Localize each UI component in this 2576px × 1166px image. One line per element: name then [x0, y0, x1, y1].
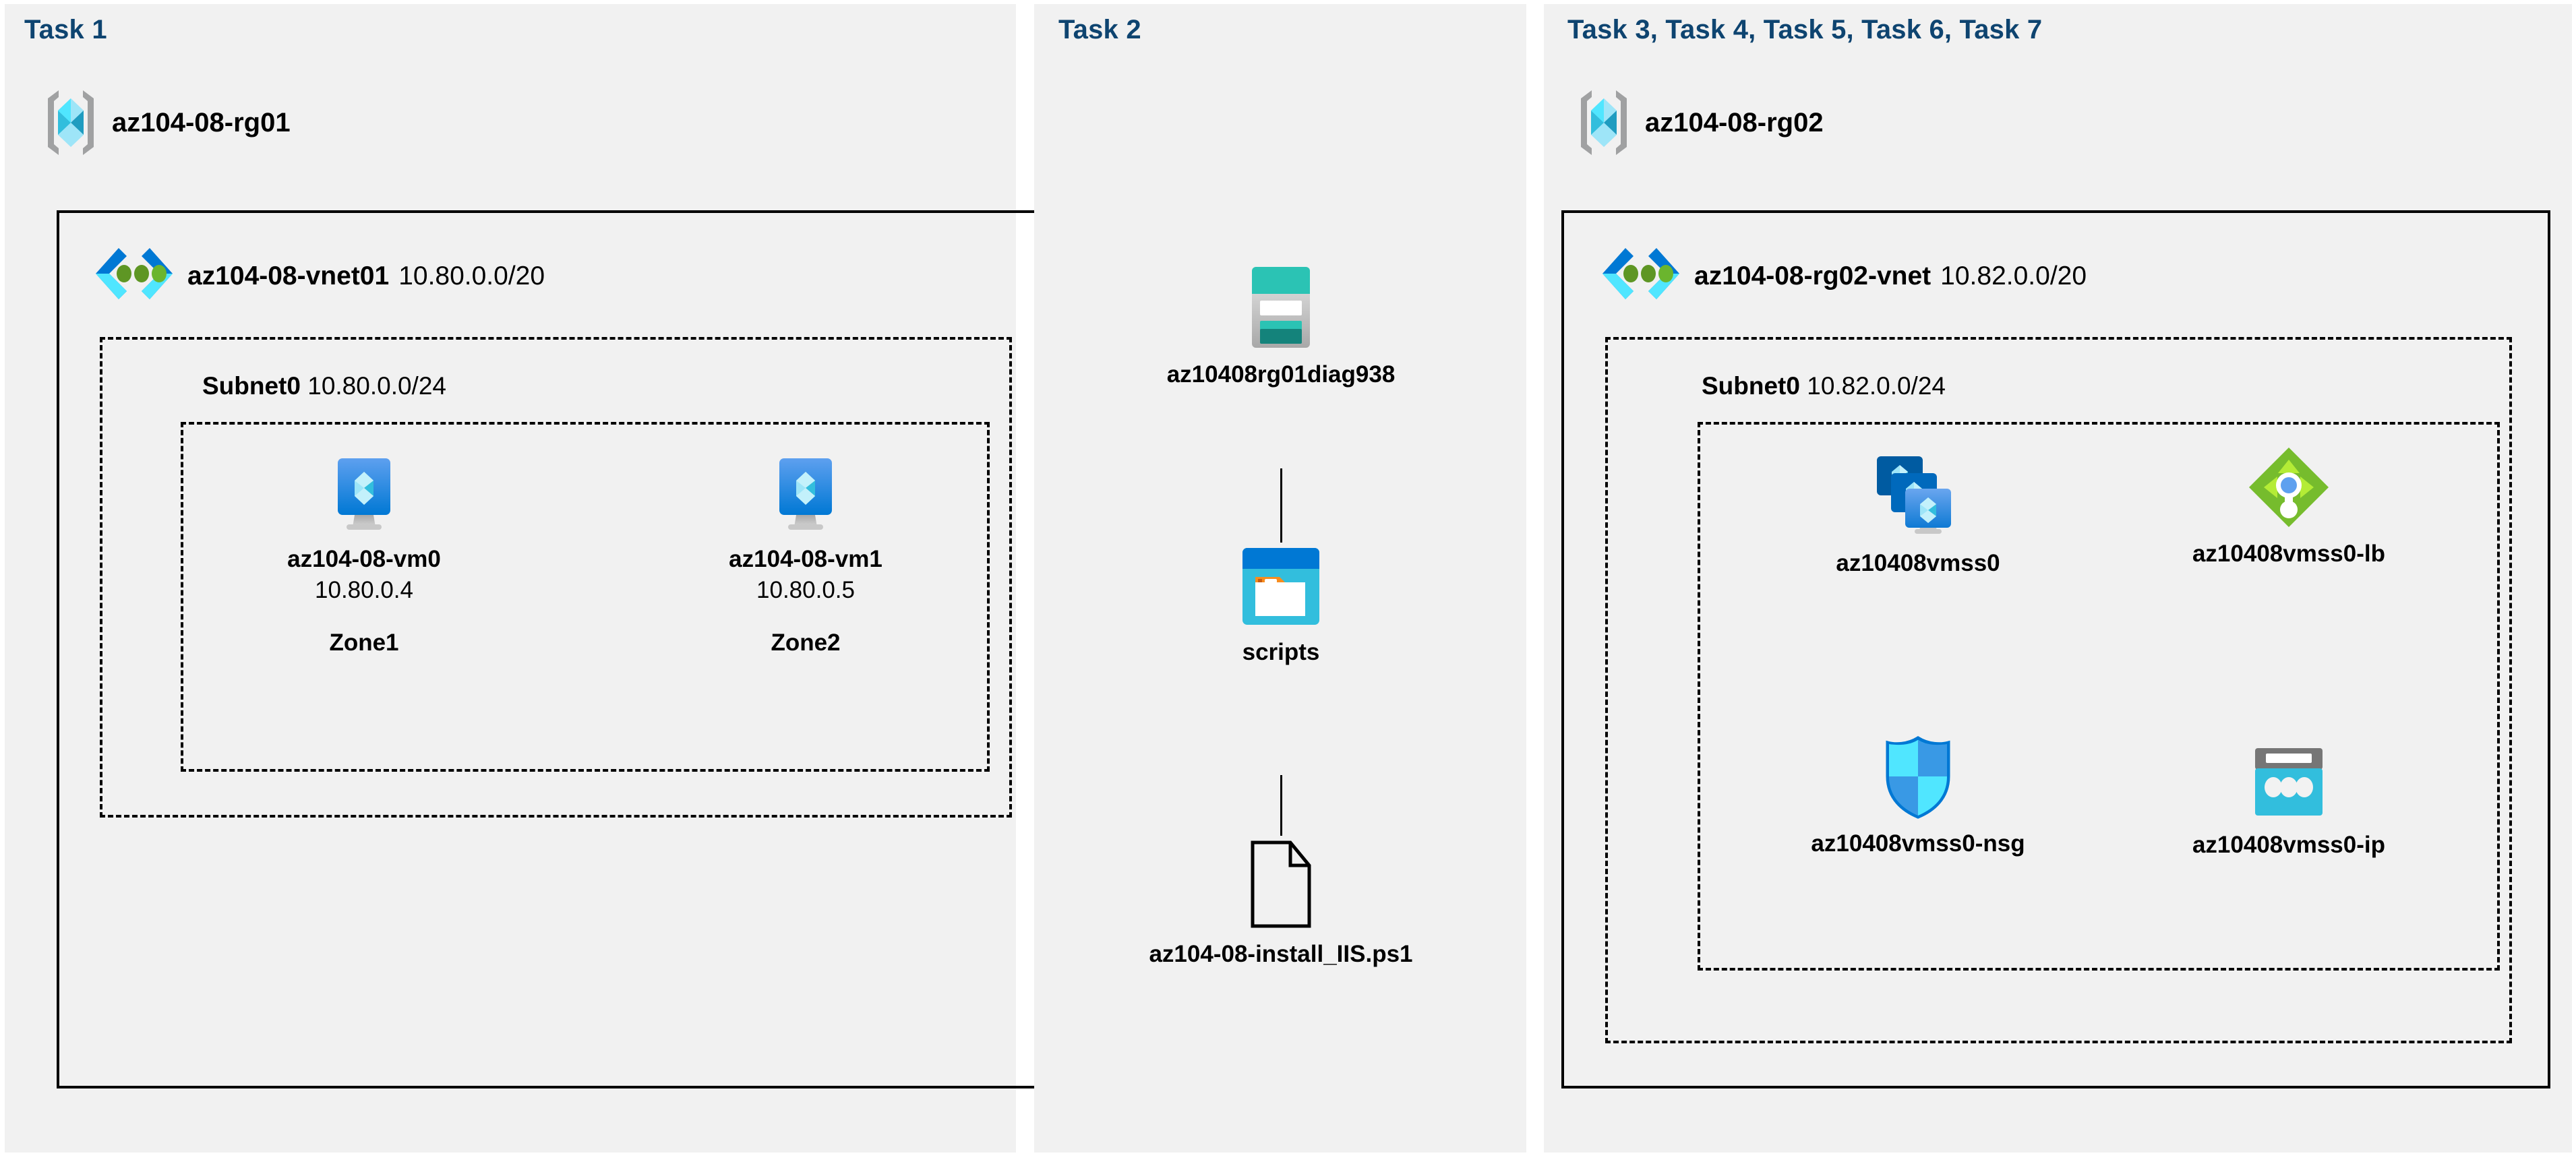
task1-vnet-name: az104-08-vnet01 [187, 262, 390, 290]
task3-7-inner-box [1698, 422, 2500, 971]
task1-vm0-zone: Zone1 [329, 630, 399, 656]
task1-subnet-header: Subnet0 10.80.0.0/24 [202, 372, 446, 400]
task1-resource-group: az104-08-rg01 [44, 88, 291, 158]
network-security-group-icon [1883, 735, 1953, 820]
task2-script-file: az104-08-install_IIS.ps1 [1146, 838, 1416, 968]
task1-vm1-zone: Zone2 [771, 630, 841, 656]
task3-7-rg-name: az104-08-rg02 [1645, 107, 1824, 137]
task3-7-vnet-header: az104-08-rg02-vnet 10.82.0.0/20 [1601, 244, 2087, 309]
virtual-network-icon [94, 244, 174, 309]
task3-7-pip-name: az10408vmss0-ip [2192, 832, 2386, 858]
task1-rg-name: az104-08-rg01 [112, 107, 291, 137]
task3-7-subnet-header: Subnet0 10.82.0.0/24 [1702, 372, 1946, 400]
file-icon [1249, 838, 1313, 930]
virtual-machine-icon [765, 453, 847, 535]
task3-7-heading: Task 3, Task 4, Task 5, Task 6, Task 7 [1567, 15, 2043, 44]
task1-vm0-ip: 10.80.0.4 [315, 577, 413, 603]
task1-vm1-ip: 10.80.0.5 [756, 577, 855, 603]
vm-scale-set-icon [1867, 453, 1969, 539]
task1-subnet-box [100, 337, 1012, 818]
task1-zone-box [181, 422, 990, 772]
task3-7-nsg: az10408vmss0-nsg [1807, 735, 2029, 857]
task1-vm1: az104-08-vm1 10.80.0.5 Zone2 [708, 453, 903, 656]
task1-subnet-cidr: 10.80.0.0/24 [307, 372, 446, 400]
resource-group-icon [1578, 88, 1630, 158]
task1-subnet-name: Subnet0 [202, 372, 301, 400]
task3-7-subnet-name: Subnet0 [1702, 372, 1800, 400]
task3-7-subnet-cidr: 10.82.0.0/24 [1807, 372, 1946, 400]
blob-container-icon [1239, 545, 1323, 628]
task2-file-name: az104-08-install_IIS.ps1 [1149, 941, 1413, 967]
task2-blob-container: scripts [1183, 545, 1379, 666]
task3-7-vmss-name: az10408vmss0 [1836, 550, 2000, 576]
task2-storage-account: az10408rg01diag938 [1167, 264, 1395, 388]
task1-vm0-name: az104-08-vm0 [287, 546, 441, 572]
task3-7-vnet-cidr: 10.82.0.0/20 [1940, 262, 2087, 290]
task3-7-resource-group: az104-08-rg02 [1578, 88, 1824, 158]
task2-heading: Task 2 [1058, 15, 1141, 44]
task3-7-public-ip: az10408vmss0-ip [2178, 745, 2400, 859]
task3-7-lb-name: az10408vmss0-lb [2192, 541, 2386, 567]
resource-group-icon [44, 88, 97, 158]
task3-7-vmss: az10408vmss0 [1807, 453, 2029, 577]
task3-7-load-balancer: az10408vmss0-lb [2178, 445, 2400, 567]
virtual-machine-icon [323, 453, 405, 535]
task2-storage-name: az10408rg01diag938 [1166, 361, 1396, 388]
task3-7-vnet-name: az104-08-rg02-vnet [1694, 262, 1931, 290]
load-balancer-icon [2246, 445, 2331, 530]
task1-vnet-header: az104-08-vnet01 10.80.0.0/20 [94, 244, 545, 309]
connector-storage-to-scripts [1280, 468, 1282, 543]
connector-scripts-to-file [1280, 775, 1282, 836]
public-ip-address-icon [2249, 745, 2329, 821]
task1-vm0: az104-08-vm0 10.80.0.4 Zone1 [266, 453, 462, 656]
panel-task1 [5, 4, 1016, 1153]
task1-heading: Task 1 [24, 15, 107, 44]
task1-vm1-name: az104-08-vm1 [729, 546, 882, 572]
storage-account-icon [1248, 264, 1314, 350]
virtual-network-icon [1601, 244, 1681, 309]
panel-task3-7 [1544, 4, 2572, 1153]
task3-7-vnet-box [1561, 210, 2550, 1088]
task2-container-name: scripts [1242, 639, 1320, 665]
task3-7-subnet-box [1605, 337, 2512, 1043]
task1-vnet-cidr: 10.80.0.0/20 [398, 262, 545, 290]
task3-7-nsg-name: az10408vmss0-nsg [1811, 830, 2025, 857]
